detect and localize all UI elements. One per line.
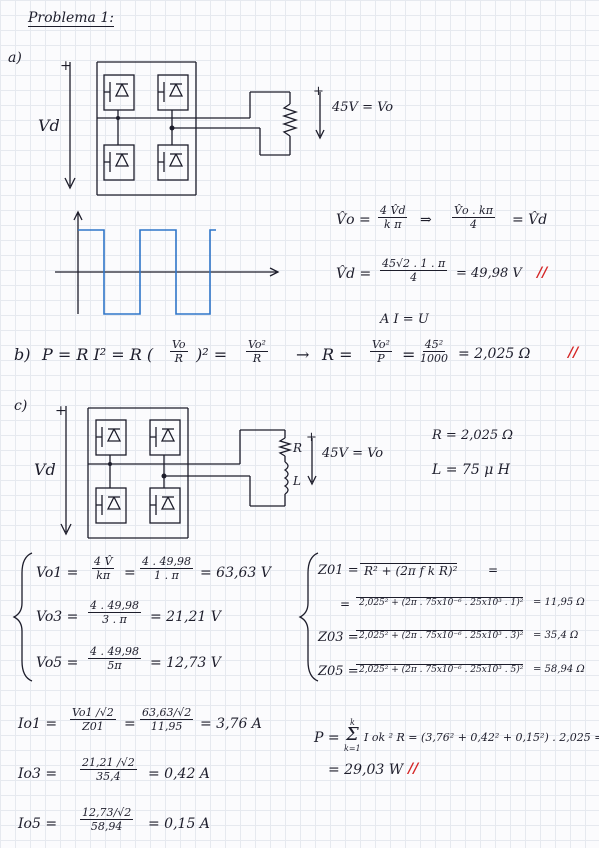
io5-result: = 0,15 A (148, 816, 210, 832)
z01-result: = 11,95 Ω (533, 597, 585, 608)
r-result-mark: // (568, 345, 579, 361)
load-voltage-c: 45V = Vo (322, 446, 384, 461)
sum-symbol: Σ (346, 724, 359, 745)
load-plus-a: + (313, 84, 324, 99)
power-result: = 29,03 W (328, 762, 404, 778)
power-lhs: P = (314, 730, 340, 746)
power-eq-mid: )² = (196, 345, 228, 364)
z05-root: 2,025² + (2π . 75x10⁻⁶ . 25x10³ . 5)² (356, 664, 524, 675)
eq1-arrow: ⇒ (420, 212, 432, 228)
vo3-result: = 21,21 V (150, 609, 221, 625)
vo5-result: = 12,73 V (150, 655, 221, 671)
z03-result: = 35,4 Ω (533, 630, 579, 641)
power-arrow: → (296, 345, 310, 364)
sum-bottom: k=1 (344, 744, 361, 753)
z03-root: 2,025² + (2π . 75x10⁻⁶ . 25x10³ . 3)² (356, 630, 524, 641)
power-eq-start: P = R I² = R ( (42, 345, 154, 364)
io3-result: = 0,42 A (148, 766, 210, 782)
eq2-result: = 49,98 V (456, 266, 522, 281)
power-mark: // (408, 761, 419, 777)
vd-label-c: Vd (34, 460, 56, 479)
l-label-c: L (293, 474, 301, 488)
z03-lhs: Z03 = (318, 630, 359, 645)
vo5-lhs: Vo5 = (36, 655, 79, 671)
vo1-lhs: Vo1 = (36, 565, 79, 581)
load-plus-c: + (306, 430, 317, 445)
io1-eq: = (124, 716, 136, 732)
z01-equals: = (340, 597, 351, 611)
z01-root: R² + (2π f k R)² (360, 563, 458, 578)
z01-root-num: 2,025² + (2π . 75x10⁻⁶ . 25x10³ . 1)² (356, 597, 524, 608)
power-expr: I ok ² R = (3,76² + 0,42² + 0,15²) . 2,0… (364, 731, 599, 744)
eq2-lhs: V̂d = (336, 266, 372, 282)
eq2-mark: // (537, 265, 548, 281)
z05-result: = 58,94 Ω (533, 664, 585, 675)
r-label-c: R (293, 441, 303, 455)
io5-lhs: Io5 = (18, 816, 58, 832)
l-value: L = 75 μ H (432, 462, 510, 478)
vo1-eq: = (124, 565, 136, 581)
part-b-label: b) (14, 345, 31, 364)
io1-result: = 3,76 A (200, 716, 262, 732)
vo3-lhs: Vo3 = (36, 609, 79, 625)
page-title: Problema 1: (28, 10, 114, 27)
power-eq-eq: = (402, 345, 416, 364)
vo1-result: = 63,63 V (200, 565, 271, 581)
eq1-lhs: V̂o = (336, 212, 371, 228)
sum-top: k (350, 718, 355, 727)
r-result: = 2,025 Ω (458, 346, 531, 362)
dc-plus-c: + (55, 403, 67, 419)
vd-label-a: Vd (38, 116, 60, 135)
z05-lhs: Z05 = (318, 664, 359, 679)
r-value: R = 2,025 Ω (432, 428, 514, 443)
note-ai-u: A I = U (380, 312, 429, 327)
z01-tail: = (488, 563, 499, 577)
z01-lhs: Z01 = (318, 563, 359, 578)
vo1-frac1: 4 V̂kπ (92, 555, 115, 582)
load-voltage-a: 45V = Vo (332, 100, 394, 115)
part-a-label: a) (8, 50, 22, 66)
part-c-label: c) (14, 398, 28, 414)
io1-lhs: Io1 = (18, 716, 58, 732)
io3-lhs: Io3 = (18, 766, 58, 782)
eq1-rhs: = V̂d (512, 212, 548, 228)
r-eq: R = (322, 345, 353, 364)
dc-plus-a: + (60, 58, 72, 74)
